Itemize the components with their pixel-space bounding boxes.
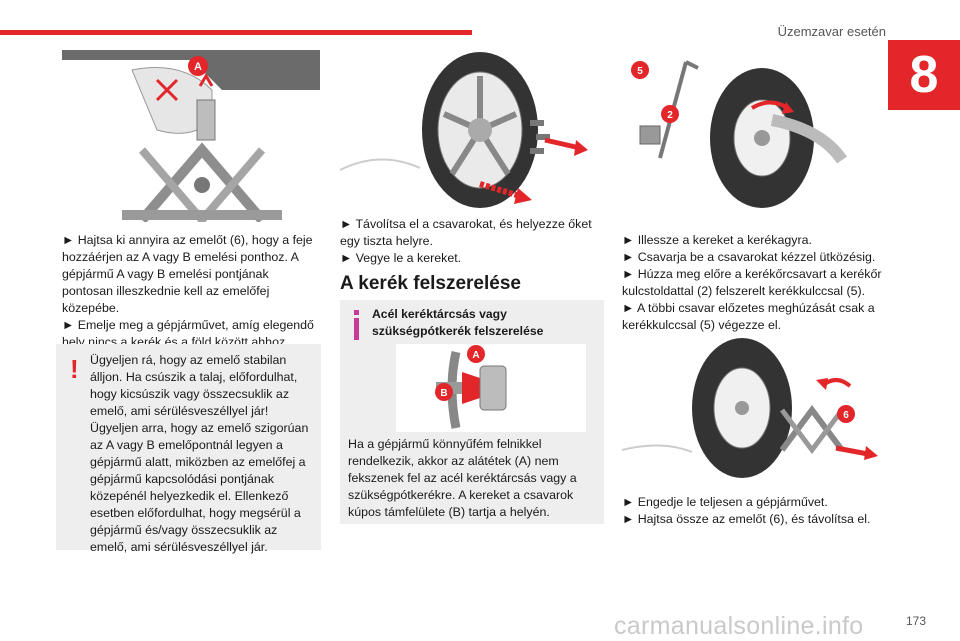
- page-number: 173: [905, 614, 926, 628]
- lower-fig-label-6: 6: [843, 410, 849, 421]
- warning-paragraph-2: Ügyeljen arra, hogy az emelő szigorúan a…: [90, 421, 309, 554]
- jack-figure: A: [62, 50, 320, 222]
- bolt-washer-figure: A B: [396, 344, 586, 432]
- bolt-fig-label-a: A: [472, 350, 479, 361]
- mount-fig-label-5: 5: [637, 66, 643, 77]
- right-paragraph-5: ► Engedje le teljesen a gépjárművet.: [622, 495, 828, 509]
- right-paragraph-2: ► Csavarja be a csavarokat kézzel ütközé…: [622, 250, 876, 264]
- right-column-text-2: ► Engedje le teljesen a gépjárművet. ► H…: [622, 494, 884, 528]
- wheel-mounting-figure: 5 2: [631, 60, 847, 208]
- middle-paragraph-2: ► Vegye le a kereket.: [340, 251, 462, 265]
- right-paragraph-1: ► Illessze a kereket a kerékagyra.: [622, 233, 812, 247]
- info-box: Acél keréktárcsás vagy szükségpótkerék f…: [340, 300, 604, 524]
- right-column-text: ► Illessze a kereket a kerékagyra. ► Csa…: [622, 232, 884, 334]
- section-title: Üzemzavar esetén: [777, 24, 886, 39]
- middle-column-text: ► Távolítsa el a csavarokat, és helyezze…: [340, 216, 604, 267]
- jack-fig-label-a: A: [194, 61, 202, 73]
- warning-box: ! Ügyeljen rá, hogy az emelő stabilan ál…: [56, 344, 321, 554]
- jack-lowering-figure: 6: [622, 338, 878, 478]
- right-paragraph-6: ► Hajtsa össze az emelőt (6), és távolít…: [622, 512, 871, 526]
- right-paragraph-3: ► Húzza meg előre a kerékőrcsavart a ker…: [622, 267, 882, 298]
- middle-paragraph-1: ► Távolítsa el a csavarokat, és helyezze…: [340, 217, 592, 248]
- chapter-number-tab: 8: [888, 40, 960, 110]
- info-box-text: Ha a gépjármű könnyűfém felnikkel rendel…: [348, 437, 577, 519]
- section-heading: A kerék felszerelése: [340, 273, 521, 294]
- left-paragraph-1: ► Hajtsa ki annyira az emelőt (6), hogy …: [62, 233, 313, 315]
- header-accent-bar: [0, 30, 472, 35]
- info-icon: [354, 310, 359, 340]
- watermark: carmanualsonline.info: [614, 612, 864, 640]
- warning-paragraph-1: Ügyeljen rá, hogy az emelő stabilan állj…: [90, 353, 298, 418]
- exclamation-icon: !: [70, 354, 79, 384]
- right-paragraph-4: ► A többi csavar előzetes meghúzását csa…: [622, 301, 875, 332]
- bolt-fig-label-b: B: [440, 388, 447, 399]
- info-box-title: Acél keréktárcsás vagy szükségpótkerék f…: [372, 307, 544, 338]
- mount-fig-label-2: 2: [667, 110, 673, 121]
- wheel-removal-figure: [340, 52, 588, 208]
